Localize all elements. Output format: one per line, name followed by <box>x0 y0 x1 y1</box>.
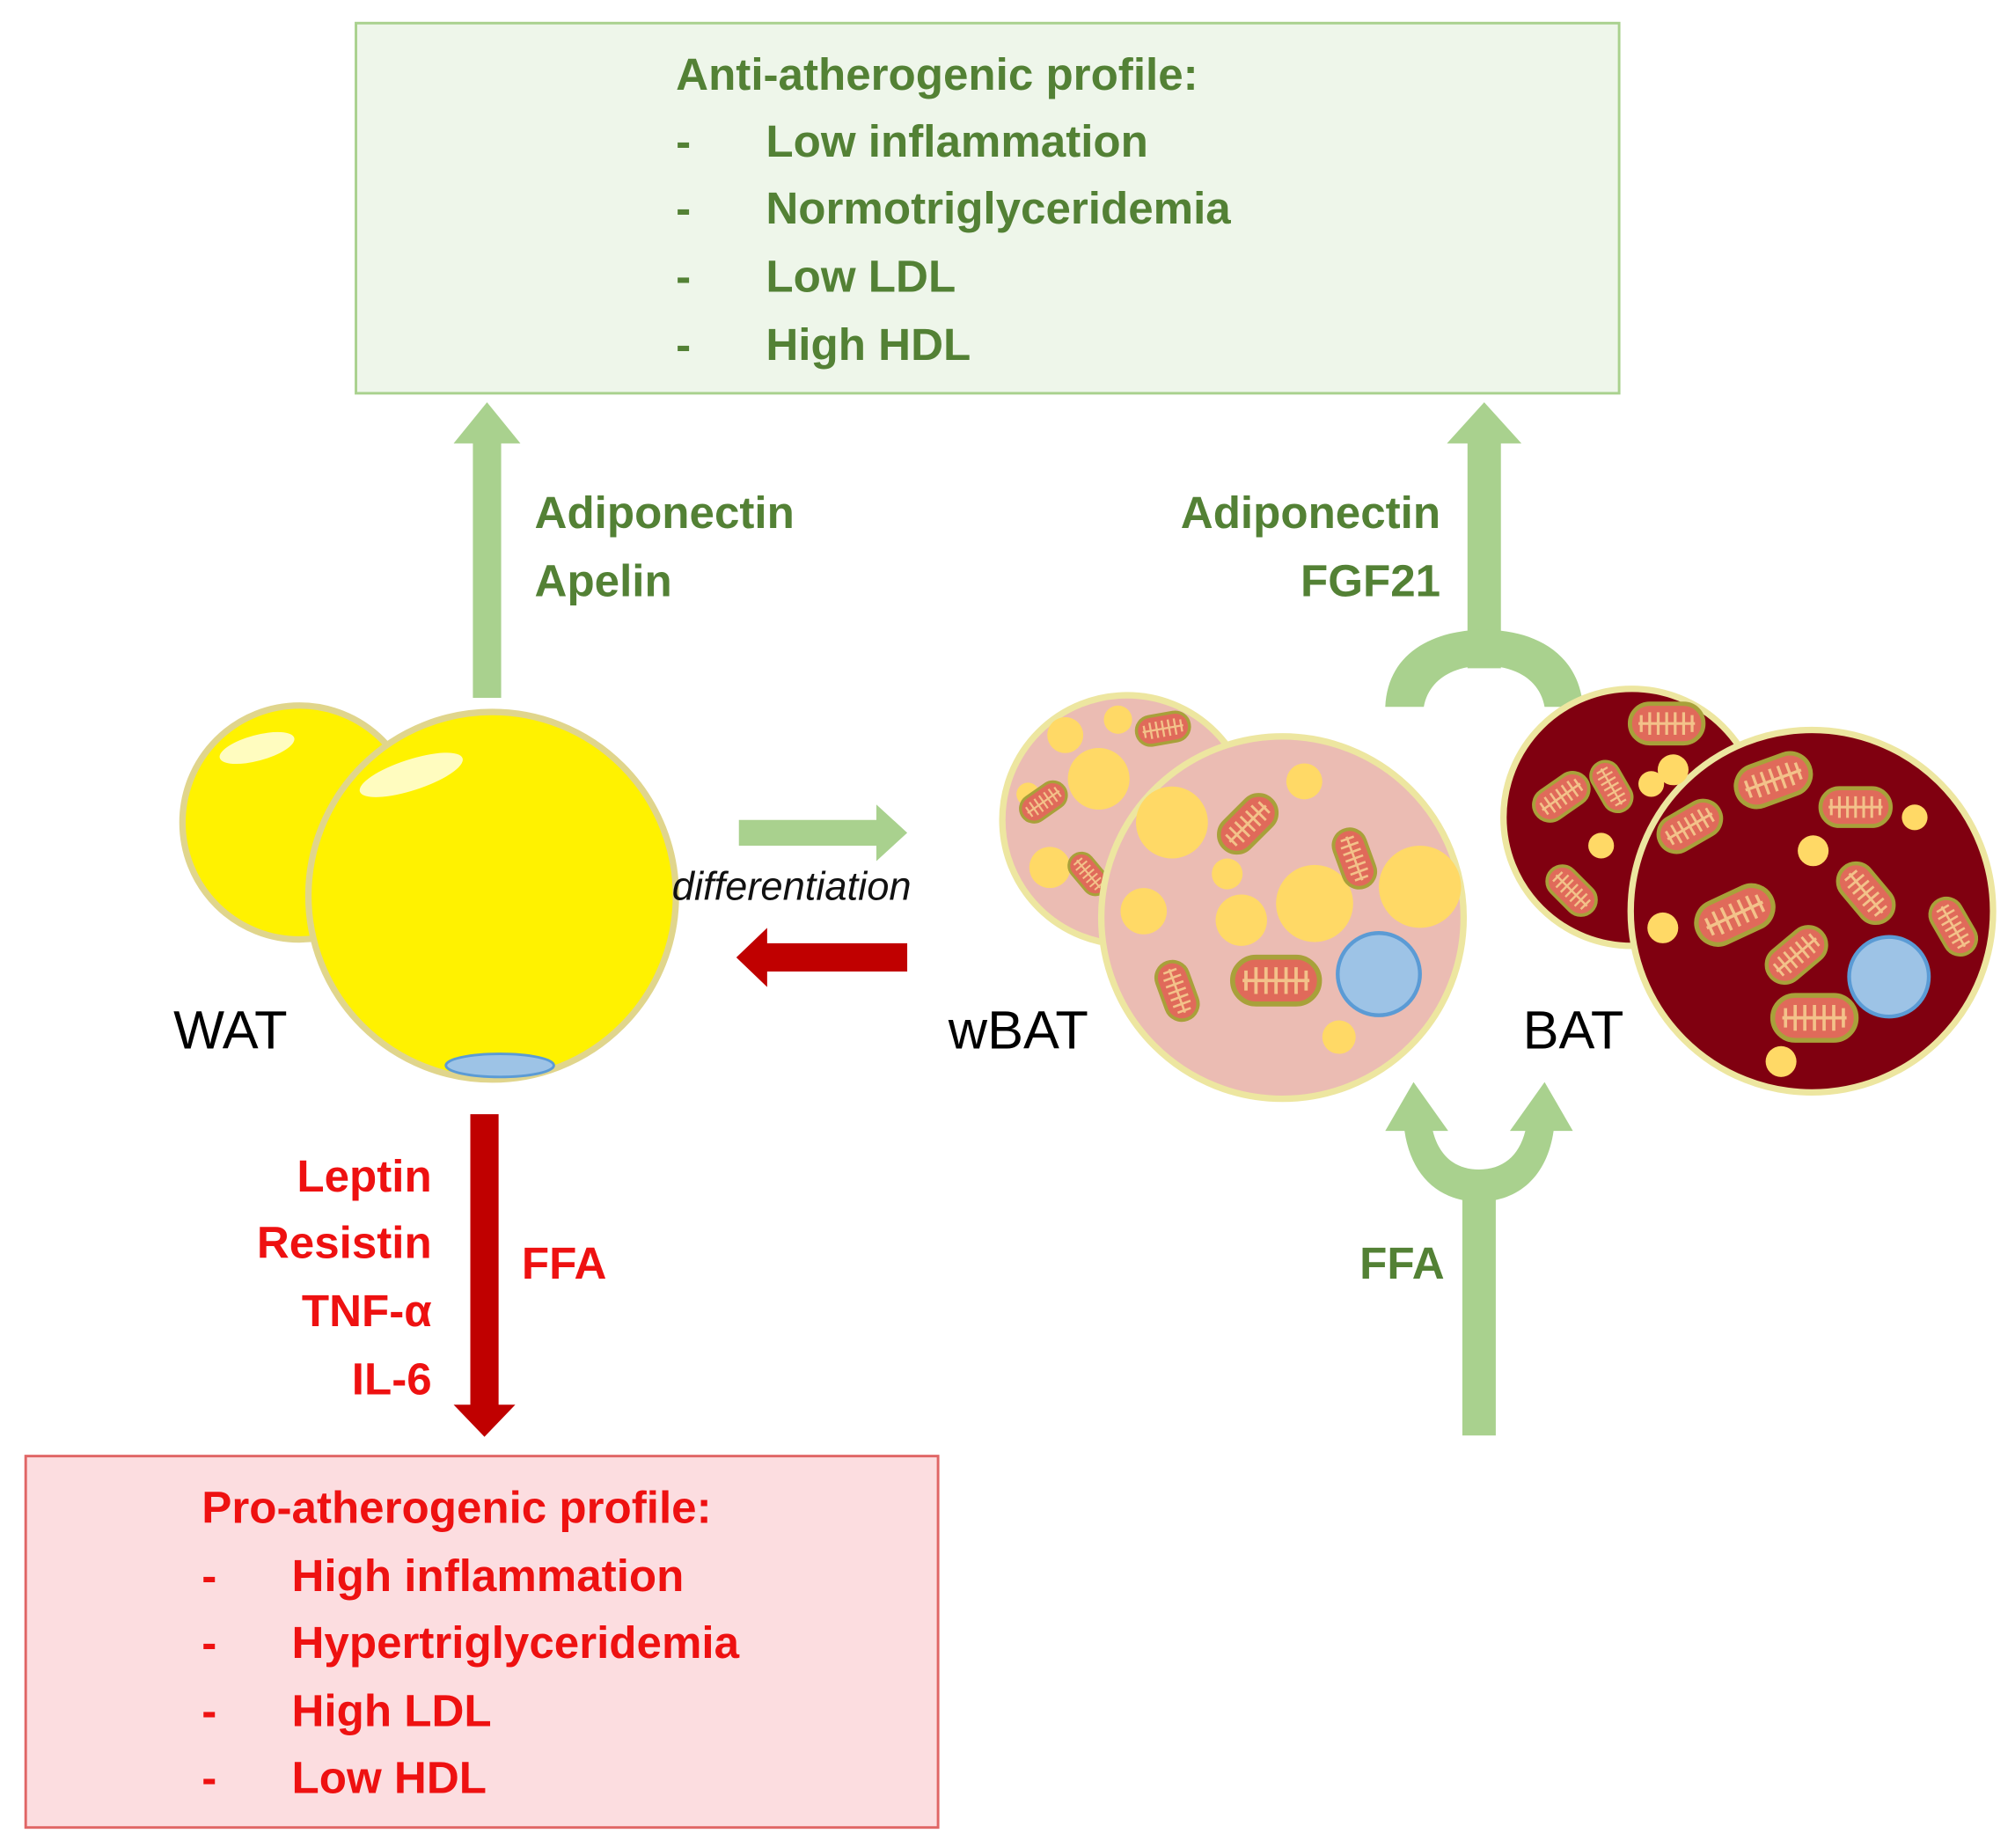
pro-item-low-hdl: Low HDL <box>291 1752 487 1803</box>
wat-down-label-il-6: IL-6 <box>351 1354 432 1405</box>
pro-bullet-1: - <box>202 1551 217 1602</box>
wat-up-arrow <box>453 402 521 698</box>
wat-label: WAT <box>173 1000 288 1060</box>
anti-bullet-1: - <box>676 116 692 167</box>
anti-atherogenic-title: Anti-atherogenic profile: <box>676 49 1198 100</box>
bat-front-cell <box>1627 726 1997 1096</box>
differentiation-label: differentiation <box>671 863 912 909</box>
wbat-front-cell <box>1097 733 1468 1103</box>
wat-up-label-apelin: Apelin <box>534 556 672 607</box>
pro-bullet-4: - <box>202 1752 217 1803</box>
anti-item-low-ldl: Low LDL <box>766 252 956 303</box>
wat-down-label-ffa: FFA <box>521 1238 607 1289</box>
pro-bullet-2: - <box>202 1617 217 1668</box>
wat-down-label-leptin: Leptin <box>297 1151 432 1202</box>
ffa-in-arrow <box>1385 1082 1573 1436</box>
bat-up-label-adiponectin: Adiponectin <box>1180 488 1441 539</box>
anti-item-high-hdl: High HDL <box>766 319 971 370</box>
anti-bullet-2: - <box>676 183 692 234</box>
wat-down-label-resistin: Resistin <box>256 1218 432 1269</box>
pro-bullet-3: - <box>202 1686 217 1737</box>
pro-item-hypertriglyceridemia: Hypertriglyceridemia <box>291 1617 740 1668</box>
wat-up-label-adiponectin: Adiponectin <box>534 488 795 539</box>
bat-up-label-fgf21: FGF21 <box>1301 556 1441 607</box>
wat-down-label-tnf-alpha: TNF-α <box>301 1286 432 1337</box>
bat-label: BAT <box>1522 1000 1624 1060</box>
pro-item-high-ldl: High LDL <box>291 1686 492 1737</box>
differentiation-backward-arrow <box>736 928 908 987</box>
pro-item-high-inflammation: High inflammation <box>291 1551 685 1602</box>
anti-bullet-4: - <box>676 319 692 370</box>
pro-atherogenic-box: Pro-atherogenic profile: - High inflamma… <box>24 1455 940 1830</box>
anti-atherogenic-box: Anti-atherogenic profile: - Low inflamma… <box>355 21 1621 395</box>
anti-bullet-3: - <box>676 252 692 303</box>
anti-item-normotriglyceridemia: Normotriglyceridemia <box>766 183 1231 234</box>
bat-in-label-ffa: FFA <box>1359 1238 1445 1289</box>
differentiation-forward-arrow <box>738 804 908 862</box>
wat-cells <box>179 702 679 1083</box>
anti-item-low-inflammation: Low inflammation <box>766 116 1148 167</box>
wbat-label: wBAT <box>948 1000 1088 1060</box>
pro-atherogenic-title: Pro-atherogenic profile: <box>202 1483 712 1534</box>
wat-down-arrow <box>453 1114 516 1437</box>
bat-up-arrow <box>1385 402 1584 708</box>
